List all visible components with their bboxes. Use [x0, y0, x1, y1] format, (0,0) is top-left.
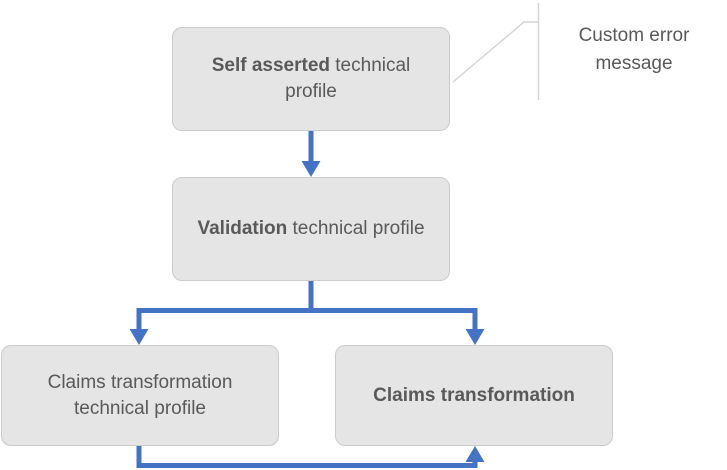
- callout-leader-line: [452, 3, 540, 100]
- node-self-asserted-technical-profile[interactable]: Self asserted technical profile: [172, 27, 450, 131]
- callout-line-1: Custom error: [578, 25, 690, 46]
- node-claims-transformation-technical-profile-label: Claims transformation technical profile: [47, 371, 233, 419]
- callout-custom-error-message: Custom error message: [554, 22, 714, 77]
- node-claims-transformation[interactable]: Claims transformation: [335, 345, 613, 446]
- node-claims-transformation-label-bold: Claims transformation: [373, 384, 575, 406]
- arrow-validation-to-claims-transformation: [311, 308, 485, 345]
- node-validation-label: Validation technical profile: [187, 216, 435, 242]
- node-self-asserted-label-bold: Self asserted: [211, 55, 330, 77]
- node-validation-label-regular: technical profile: [287, 218, 425, 240]
- node-validation-label-bold: Validation: [197, 218, 288, 240]
- node-claims-transformation-label: Claims transformation: [350, 383, 598, 409]
- arrow-validation-to-claims-transformation-technical-profile: [129, 281, 314, 345]
- node-self-asserted-label-regular: technical profile: [285, 55, 411, 102]
- arrow-self-asserted-to-validation: [301, 131, 321, 177]
- node-self-asserted-label: Self asserted technical profile: [187, 53, 435, 104]
- node-claims-transformation-technical-profile[interactable]: Claims transformation technical profile: [1, 345, 279, 446]
- callout-line-2: message: [595, 52, 673, 74]
- node-validation-technical-profile[interactable]: Validation technical profile: [172, 177, 450, 281]
- arrow-claims-transformation-technical-profile-to-claims-transformation: [136, 446, 485, 468]
